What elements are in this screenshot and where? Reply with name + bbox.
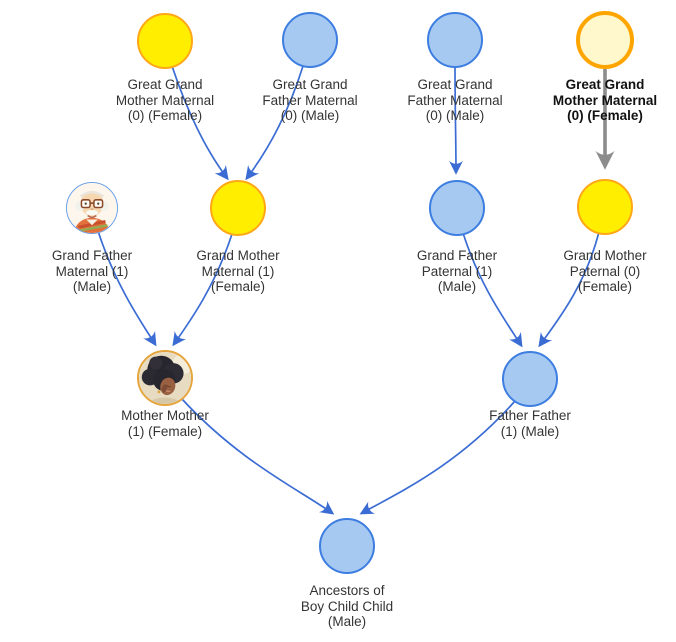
node-grand-father-paternal[interactable]: [429, 180, 485, 236]
label-ancestors-child: Ancestors of Boy Child Child (Male): [300, 583, 394, 629]
label-mother-mother: Mother Mother (1) (Female): [121, 408, 209, 439]
node-great-grand-father-maternal-a[interactable]: [282, 12, 338, 68]
label-grand-father-paternal: Grand Father Paternal (1) (Male): [416, 248, 498, 294]
label-great-grand-father-maternal-b: Great Grand Father Maternal (0) (Male): [407, 77, 503, 123]
edge-grand-father-paternal-to-father-father[interactable]: [462, 232, 523, 348]
edge-mother-mother-to-ancestors-child[interactable]: [181, 398, 335, 515]
label-grand-father-maternal: Grand Father Maternal (1) (Male): [51, 248, 133, 294]
edge-great-grand-mother-maternal-a-to-grand-mother-maternal[interactable]: [171, 65, 229, 181]
edge-great-grand-father-maternal-b-to-grand-father-paternal[interactable]: [448, 67, 463, 175]
node-great-grand-mother-maternal-b-selected[interactable]: [576, 11, 634, 69]
old-man-avatar: [67, 183, 117, 233]
edge-father-father-to-ancestors-child[interactable]: [359, 400, 516, 515]
label-great-grand-mother-maternal-a: Great Grand Mother Maternal (0) (Female): [115, 77, 215, 123]
edge-great-grand-father-maternal-a-to-grand-mother-maternal[interactable]: [245, 65, 304, 181]
node-grand-father-maternal[interactable]: [66, 182, 118, 234]
node-ancestors-child[interactable]: [319, 518, 375, 574]
woman-avatar: [139, 352, 191, 404]
node-grand-mother-maternal[interactable]: [210, 180, 266, 236]
edge-grand-mother-paternal-to-father-father[interactable]: [538, 231, 600, 348]
node-great-grand-mother-maternal-a[interactable]: [137, 13, 193, 69]
label-great-grand-mother-maternal-b-selected: Great Grand Mother Maternal (0) (Female): [552, 77, 658, 123]
node-grand-mother-paternal[interactable]: [577, 179, 633, 235]
label-grand-mother-paternal: Grand Mother Paternal (0) (Female): [563, 248, 647, 294]
label-grand-mother-maternal: Grand Mother Maternal (1) (Female): [196, 248, 280, 294]
edge-grand-father-maternal-to-mother-mother[interactable]: [97, 230, 157, 347]
node-great-grand-father-maternal-b[interactable]: [427, 12, 483, 68]
label-great-grand-father-maternal-a: Great Grand Father Maternal (0) (Male): [262, 77, 358, 123]
node-mother-mother[interactable]: [137, 350, 193, 406]
node-father-father[interactable]: [502, 351, 558, 407]
edge-grand-mother-maternal-to-mother-mother[interactable]: [172, 233, 233, 347]
label-father-father: Father Father (1) (Male): [489, 408, 571, 439]
